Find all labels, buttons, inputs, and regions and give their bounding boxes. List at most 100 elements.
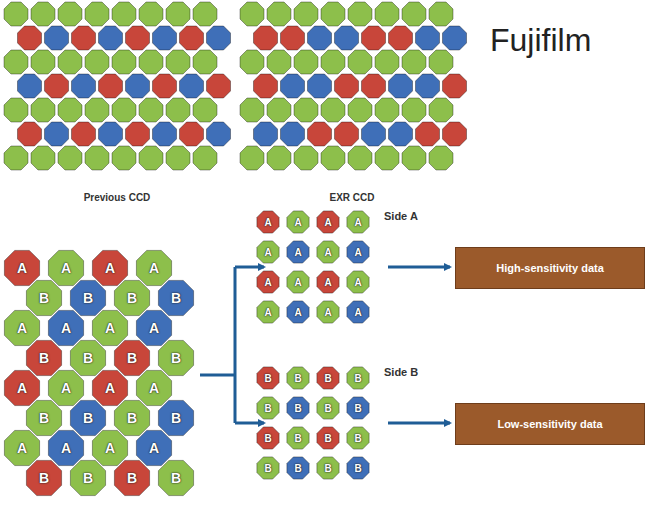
box-text: High-sensitivity data <box>496 262 604 274</box>
pixel-octagon <box>4 98 28 122</box>
pixel-octagon <box>402 146 426 170</box>
box-text: Low-sensitivity data <box>497 418 602 430</box>
pixel-letter: B <box>39 350 49 366</box>
pixel-octagon <box>114 340 149 375</box>
pixel-octagon <box>347 427 369 449</box>
pixel-octagon <box>166 50 190 74</box>
pixel-octagon <box>126 74 150 98</box>
pixel-octagon <box>348 98 372 122</box>
pixel-octagon <box>4 250 39 285</box>
pixel-octagon <box>180 74 204 98</box>
brand-title: Fujifilm <box>490 22 591 59</box>
pixel-octagon <box>193 146 217 170</box>
pixel-letter: B <box>39 410 49 426</box>
side-label: Side A <box>384 210 418 222</box>
pixel-octagon <box>375 146 399 170</box>
pixel-octagon <box>254 122 278 146</box>
pixel-octagon <box>281 122 305 146</box>
pixel-octagon <box>281 74 305 98</box>
pixel-octagon <box>240 146 264 170</box>
pixel-octagon <box>153 26 177 50</box>
pixel-letter: A <box>105 260 115 276</box>
pixel-letter: B <box>171 290 181 306</box>
output-arrow <box>388 422 450 425</box>
pixel-octagon <box>85 50 109 74</box>
pixel-octagon <box>257 301 279 323</box>
pixel-octagon <box>317 271 339 293</box>
pixel-octagon <box>287 367 309 389</box>
pixel-octagon <box>443 26 467 50</box>
pixel-octagon <box>443 122 467 146</box>
pixel-letter: B <box>264 463 271 474</box>
pixel-octagon <box>257 397 279 419</box>
pixel-octagon <box>153 74 177 98</box>
pixel-octagon <box>72 26 96 50</box>
pixel-letter: B <box>83 470 93 486</box>
pixel-letter: A <box>17 440 27 456</box>
pixel-octagon <box>4 146 28 170</box>
pixel-octagon <box>48 310 83 345</box>
pixel-octagon <box>347 301 369 323</box>
pixel-octagon <box>26 340 61 375</box>
pixel-octagon <box>389 122 413 146</box>
pixel-octagon <box>240 50 264 74</box>
pixel-octagon <box>317 211 339 233</box>
pixel-octagon <box>287 457 309 479</box>
pixel-letter: A <box>354 307 361 318</box>
pixel-octagon <box>31 2 55 26</box>
pixel-letter: A <box>105 440 115 456</box>
pixel-letter: A <box>61 380 71 396</box>
pixel-octagon <box>347 397 369 419</box>
pixel-octagon <box>31 50 55 74</box>
pixel-octagon <box>136 310 171 345</box>
pixel-letter: A <box>61 260 71 276</box>
pixel-octagon <box>45 74 69 98</box>
split-arrow <box>200 267 235 423</box>
pixel-octagon <box>4 370 39 405</box>
pixel-octagon <box>31 146 55 170</box>
pixel-octagon <box>99 122 123 146</box>
pixel-octagon <box>99 74 123 98</box>
pixel-letter: A <box>264 217 271 228</box>
pixel-letter: A <box>61 440 71 456</box>
pixel-octagon <box>389 26 413 50</box>
pixel-octagon <box>348 50 372 74</box>
pixel-octagon <box>257 457 279 479</box>
pixel-octagon <box>112 146 136 170</box>
pixel-letter: A <box>324 277 331 288</box>
pixel-octagon <box>294 146 318 170</box>
pixel-letter: B <box>171 350 181 366</box>
pixel-octagon <box>85 98 109 122</box>
sensor-caption: Previous CCD <box>84 192 151 203</box>
pixel-letter: A <box>264 307 271 318</box>
split-arrow <box>235 266 264 269</box>
pixel-octagon <box>362 74 386 98</box>
pixel-octagon <box>429 146 453 170</box>
pixel-octagon <box>72 74 96 98</box>
pixel-letter: B <box>127 410 137 426</box>
pixel-letter: B <box>324 463 331 474</box>
pixel-octagon <box>348 2 372 26</box>
pixel-octagon <box>166 146 190 170</box>
pixel-octagon <box>48 430 83 465</box>
pixel-letter: B <box>294 463 301 474</box>
pixel-octagon <box>347 271 369 293</box>
pixel-octagon <box>207 26 231 50</box>
pixel-octagon <box>347 367 369 389</box>
pixel-letter: A <box>149 260 159 276</box>
pixel-letter: B <box>354 403 361 414</box>
pixel-octagon <box>287 211 309 233</box>
pixel-letter: A <box>264 277 271 288</box>
pixel-octagon <box>70 400 105 435</box>
pixel-octagon <box>85 146 109 170</box>
pixel-octagon <box>26 400 61 435</box>
pixel-octagon <box>389 74 413 98</box>
pixel-letter: B <box>294 433 301 444</box>
pixel-octagon <box>114 400 149 435</box>
pixel-letter: B <box>354 373 361 384</box>
pixel-octagon <box>443 74 467 98</box>
pixel-octagon <box>193 50 217 74</box>
pixel-letter: A <box>17 380 27 396</box>
pixel-letter: A <box>61 320 71 336</box>
pixel-octagon <box>317 301 339 323</box>
